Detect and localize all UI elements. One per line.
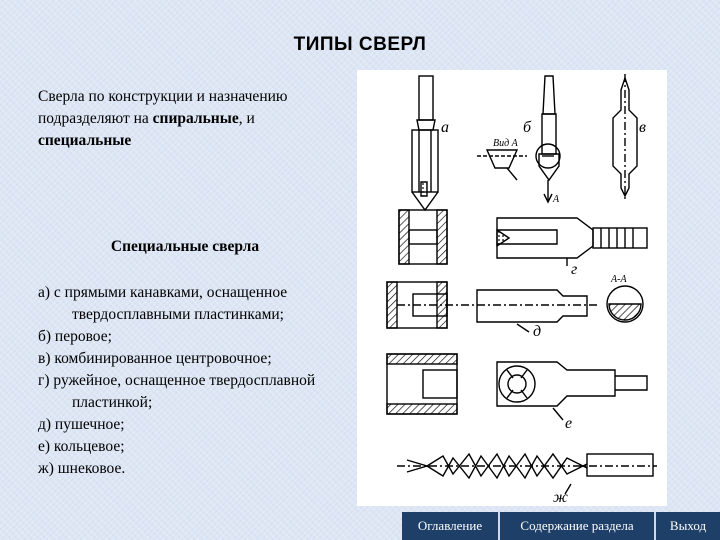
contents-button[interactable]: Оглавление bbox=[402, 512, 500, 540]
list-item: д) пушечное; bbox=[38, 416, 125, 433]
drill-d-drawing bbox=[386, 281, 644, 333]
drill-g-drawing bbox=[398, 209, 648, 266]
drill-types-figure: а б в г д е ж Вид А А-А А bbox=[357, 70, 667, 506]
label-d: д bbox=[533, 323, 541, 340]
drill-types-list: а) с прямыми канавками, оснащенное тверд… bbox=[38, 282, 358, 480]
label-b: б bbox=[523, 119, 532, 136]
drill-b-drawing bbox=[477, 75, 561, 204]
drill-drawings: а б в г д е ж Вид А А-А А bbox=[386, 74, 657, 506]
list-item: ж) шнековое. bbox=[38, 460, 126, 477]
list-item: г) ружейное, оснащенное твердосплавной п… bbox=[38, 372, 316, 411]
label-section-aa: А-А bbox=[610, 274, 627, 285]
intro-joiner: , и bbox=[238, 110, 255, 127]
list-item: е) кольцевое; bbox=[38, 438, 125, 455]
label-e: е bbox=[565, 415, 572, 432]
intro-text: Сверла по конструкции и назначению подра… bbox=[38, 88, 288, 127]
section-contents-button[interactable]: Содержание раздела bbox=[500, 512, 656, 540]
drill-zh-drawing bbox=[397, 452, 657, 495]
label-arrow-a: А bbox=[552, 194, 560, 205]
label-v: в bbox=[639, 119, 646, 136]
special-drills-heading: Специальные сверла bbox=[110, 238, 260, 255]
label-a: а bbox=[441, 119, 449, 136]
intro-bold-spiral: спиральные bbox=[152, 110, 239, 127]
label-view-a: Вид А bbox=[493, 138, 519, 149]
drill-a-drawing bbox=[411, 75, 439, 212]
list-item: а) с прямыми канавками, оснащенное тверд… bbox=[38, 284, 288, 323]
slide-title: ТИПЫ СВЕРЛ bbox=[293, 34, 427, 55]
list-item: б) перовое; bbox=[38, 328, 112, 345]
drill-e-drawing bbox=[386, 353, 648, 421]
intro-bold-special: специальные bbox=[38, 132, 132, 149]
list-item: в) комбинированное центровочное; bbox=[38, 350, 272, 367]
exit-button[interactable]: Выход bbox=[669, 518, 707, 533]
label-zh: ж bbox=[553, 489, 568, 506]
label-g: г bbox=[571, 261, 577, 278]
navigation-bar: Оглавление Содержание раздела Выход bbox=[402, 512, 720, 540]
intro-paragraph: Сверла по конструкции и назначению подра… bbox=[38, 86, 338, 152]
drill-v-drawing bbox=[612, 74, 638, 202]
